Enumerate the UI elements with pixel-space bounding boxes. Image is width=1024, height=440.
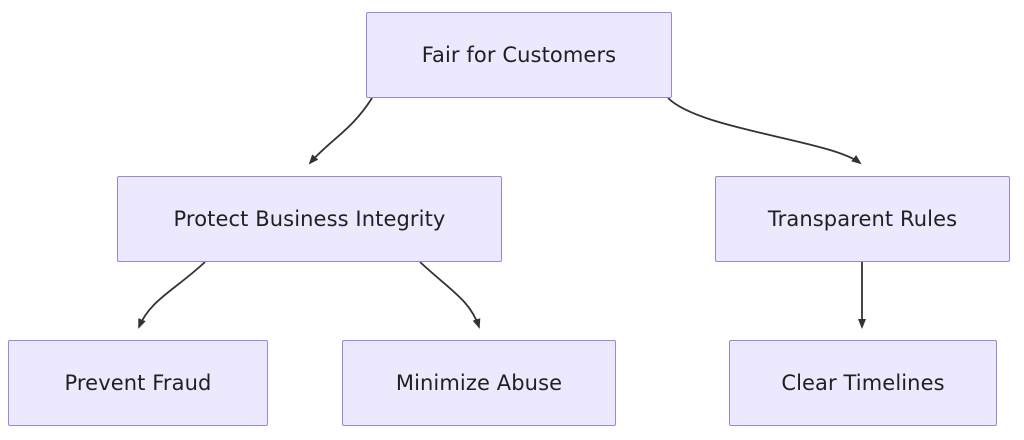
node-label: Prevent Fraud	[64, 370, 212, 395]
node-transparent-rules[interactable]: Transparent Rules	[715, 176, 1010, 262]
node-fair-for-customers[interactable]: Fair for Customers	[366, 12, 672, 98]
node-label: Clear Timelines	[781, 370, 945, 395]
node-prevent-fraud[interactable]: Prevent Fraud	[8, 340, 268, 426]
edge-integrity-to-abuse	[419, 261, 481, 329]
node-protect-business-integrity[interactable]: Protect Business Integrity	[117, 176, 502, 262]
edge-fair-to-integrity	[308, 97, 373, 165]
edge-integrity-to-fraud	[138, 261, 206, 329]
node-label: Fair for Customers	[421, 42, 617, 67]
node-label: Protect Business Integrity	[173, 206, 446, 231]
node-label: Minimize Abuse	[395, 370, 563, 395]
node-minimize-abuse[interactable]: Minimize Abuse	[342, 340, 616, 426]
node-label: Transparent Rules	[767, 206, 958, 231]
node-clear-timelines[interactable]: Clear Timelines	[729, 340, 997, 426]
edge-fair-to-transparent	[667, 97, 862, 165]
